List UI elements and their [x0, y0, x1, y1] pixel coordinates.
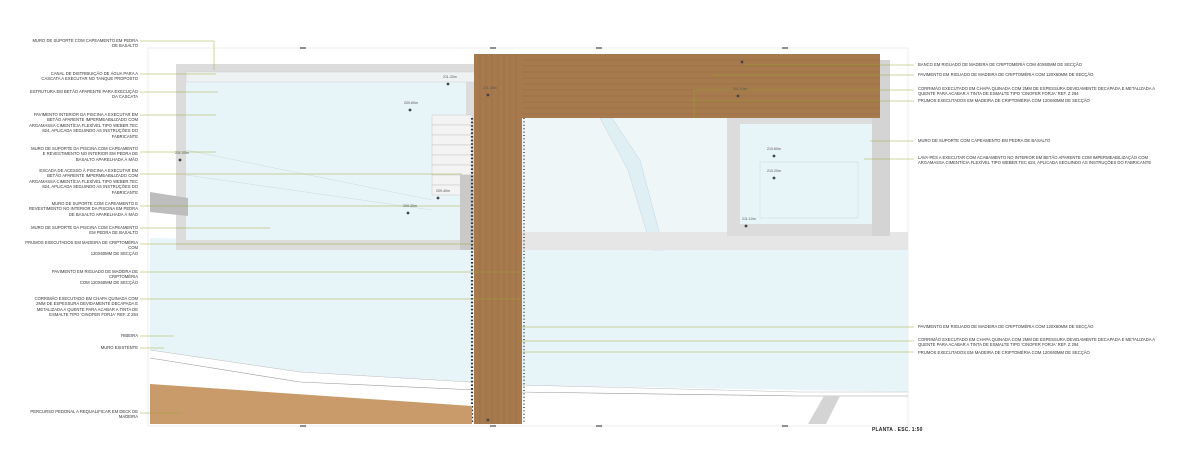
pool-left-wall-step [150, 192, 188, 216]
label-right-7: PAVIMENTO EM RIGUADO DE MADEIRA DE CRIPT… [918, 324, 1094, 329]
level-annotation: 211.33m [443, 75, 457, 79]
river-water [150, 238, 908, 392]
label-left-11: CORRIMÃO EXECUTADO EM CHAPA QUINADA COM … [34, 296, 138, 318]
level-annotation: 211.10m [733, 87, 747, 91]
cascade-channel [185, 71, 477, 83]
pool-stone-pier [460, 175, 476, 250]
label-left-5: MURO DE SUPORTE DA PISCINA COM CAPEAMENT… [31, 146, 138, 162]
label-left-9: PRUMOS EXECUTADOS EM MADEIRA DE CRIPTOMÉ… [25, 240, 138, 256]
label-left-1: MURO DE SUPORTE COM CAPEAMENTO EM PEDRA … [32, 38, 138, 49]
level-markers [178, 60, 776, 422]
label-right-6: LAVA-PÉS A EXECUTAR COM ACABAMENTO NO IN… [918, 155, 1152, 166]
label-right-8: CORRIMÃO EXECUTADO EM CHAPA QUINADA COM … [918, 337, 1156, 348]
label-right-5: MURO DE SUPORTE COM CAPEAMENTO EM PEDRA … [918, 138, 1051, 143]
label-left-3: ESTRUTURA EM BETÃO APARENTE PARA EXECUÇÃ… [29, 89, 138, 100]
section-marks [300, 47, 788, 427]
label-left-6: ESCADA DE ACESSO À PISCINA A EXECUTAR EM… [29, 168, 138, 195]
label-left-14: PERCURSO PEDONAL A REQUALIFICAR EM DECK … [30, 409, 138, 420]
pool-water [186, 72, 466, 240]
label-right-3: CORRIMÃO EXECUTADO EM CHAPA QUINADA COM … [918, 86, 1156, 97]
label-left-12: RIBEIRA [121, 333, 138, 338]
footbath-water [740, 124, 874, 224]
deck-vertical-boards [479, 54, 517, 424]
pool-floor-slope-2 [185, 174, 433, 211]
channel-water [520, 118, 730, 236]
bottom-right-wall [808, 396, 840, 424]
level-annotation: 209.60m [404, 101, 418, 105]
level-annotation: 210.20m [767, 169, 781, 173]
label-left-10: PAVIMENTO EM RIGUADO DE MADEIRA DE CRIPT… [51, 269, 138, 285]
label-left-13: MURO EXISTENTE [100, 345, 138, 350]
label-left-8: MURO DE SUPORTE DA PISCINA COM CAPEAMENT… [31, 225, 138, 236]
deck-horizontal [474, 54, 880, 118]
label-right-4: PRUMOS EXECUTADOS EM MADEIRA DE CRIPTOMÉ… [918, 98, 1090, 103]
level-annotation: 210.60m [767, 147, 781, 151]
label-left-2: CANAL DE DISTRIBUIÇÃO DE ÁGUA PARA A CAS… [41, 71, 138, 82]
pool-floor-slope [185, 149, 433, 201]
label-left-7: MURO DE SUPORTE COM CAPEAMENTO E REVESTI… [28, 201, 138, 217]
label-right-9: PRUMOS EXECUTADOS EM MADEIRA DE CRIPTOMÉ… [918, 350, 1090, 355]
level-annotation: 211.10m [742, 217, 756, 221]
label-right-2: PAVIMENTO EM RIGUADO DE MADEIRA DE CRIPT… [918, 72, 1094, 77]
drawing-scale-title: PLANTA . ESC. 1:50 [872, 427, 923, 433]
level-annotation: 211.33m [483, 86, 497, 90]
footbath-inner [759, 161, 859, 219]
pedestrian-path-deck [150, 384, 472, 424]
label-right-1: BANCO EM RIGUADO DE MADEIRA DE CRIPTOMÉR… [918, 62, 1082, 67]
level-annotation: 209.40m [436, 189, 450, 193]
pool-stairs [431, 114, 473, 196]
leader-lines [140, 40, 914, 414]
label-left-4: PAVIMENTO INTERIOR DA PISCINA A EXECUTAR… [29, 112, 138, 139]
lower-ledge [520, 232, 908, 250]
level-annotation: 211.33m [175, 151, 189, 155]
level-annotation: 209.30m [403, 204, 417, 208]
